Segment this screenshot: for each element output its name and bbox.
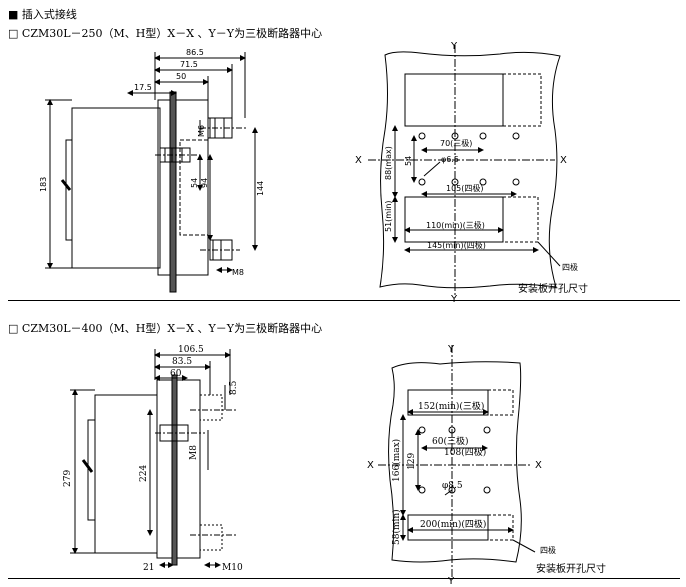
dim-label: 224 bbox=[139, 465, 149, 482]
axis-x-label: X bbox=[367, 460, 374, 471]
dim-label: 94 bbox=[200, 178, 209, 188]
dim-label: 60 bbox=[170, 369, 182, 379]
dim-label: 108(四极) bbox=[444, 446, 486, 458]
s1-mount-holes bbox=[418, 132, 520, 186]
heading-text: 插入式接线 bbox=[21, 8, 77, 21]
axis-x-label: X bbox=[535, 460, 542, 471]
dim-label: 152(min)(三极) bbox=[418, 400, 484, 412]
section2-title-text: CZM30L－400（M、H型）X－X 、Y－Y为三极断路器中心 bbox=[21, 322, 323, 335]
axis-y-label: Y bbox=[447, 344, 455, 355]
section1-title-text: CZM30L－250（M、H型）X－X 、Y－Y为三极断路器中心 bbox=[21, 27, 323, 40]
dim-label: 71.5 bbox=[180, 60, 198, 69]
dim-label: 166(max) bbox=[391, 439, 402, 482]
dim-label: 110(min)(三极) bbox=[426, 220, 485, 230]
s1-plate-outline bbox=[379, 51, 561, 289]
s1-side-view bbox=[45, 52, 258, 293]
s2-base-frame bbox=[156, 379, 201, 559]
dim-label: 88(max) bbox=[384, 146, 393, 180]
dim-label: 54 bbox=[404, 156, 413, 166]
axis-x-label: X bbox=[355, 155, 362, 166]
s1-middle-terminal bbox=[155, 147, 200, 163]
dim-label: 21 bbox=[143, 563, 154, 573]
dim-label: φ8.5 bbox=[442, 481, 463, 491]
dim-label: 17.5 bbox=[134, 83, 152, 92]
dim-label: 105(四极) bbox=[446, 183, 484, 193]
s2-mount-holes bbox=[418, 426, 491, 494]
axis-y-label: Y bbox=[450, 294, 458, 305]
axis-x-label: X bbox=[560, 155, 567, 166]
s1-bottom-terminal bbox=[200, 239, 240, 261]
dim-label: 54 bbox=[190, 178, 199, 188]
s1-top-terminal bbox=[200, 117, 246, 139]
s1-plate-view bbox=[368, 45, 561, 298]
s2-top-terminal bbox=[155, 409, 238, 442]
axis-y-label: Y bbox=[447, 576, 455, 587]
dim-label: M8 bbox=[189, 445, 199, 460]
dim-label: 145(min)(四极) bbox=[427, 240, 486, 250]
dim-label: 279 bbox=[63, 470, 73, 487]
s2-plate-labels: Y Y X X 152(min)(三极) 60(三极) 108(四极) 166(… bbox=[367, 344, 606, 587]
dim-label: M8 bbox=[232, 268, 244, 277]
dim-label: 51(min) bbox=[384, 200, 393, 232]
dim-label: φ6.5 bbox=[441, 155, 459, 164]
s1-top-cutout bbox=[404, 73, 504, 127]
dim-label: M6 bbox=[197, 125, 206, 137]
s1-bottom-cutout bbox=[404, 196, 504, 243]
dim-label: 50 bbox=[176, 72, 186, 81]
dim-label: 106.5 bbox=[178, 345, 204, 355]
dim-label: 60(三极) bbox=[432, 435, 468, 447]
dim-label: 183 bbox=[39, 177, 48, 192]
s2-plate-view bbox=[378, 345, 536, 580]
s2-plate-outline bbox=[388, 361, 522, 563]
checkbox-marker: □ bbox=[8, 322, 19, 335]
section-heading: ■ 插入式接线 bbox=[8, 8, 77, 21]
dim-label: 129 bbox=[407, 453, 417, 470]
s1-plate-labels: Y Y X X 88(max) 54 51(min) 70(三极) φ6.5 1… bbox=[355, 41, 588, 305]
s1-breaker-body bbox=[71, 107, 161, 269]
s2-side-view bbox=[70, 349, 238, 568]
dim-label: 144 bbox=[256, 181, 265, 196]
checkbox-marker: □ bbox=[8, 27, 19, 40]
s1-side-labels: 86.5 71.5 50 17.5 183 M6 54 94 144 M8 bbox=[39, 48, 265, 277]
s1-mounting-plate bbox=[169, 91, 177, 293]
section1-title: □ CZM30L－250（M、H型）X－X 、Y－Y为三极断路器中心 bbox=[8, 27, 322, 40]
dim-label: M10 bbox=[222, 563, 243, 573]
axis-y-label: Y bbox=[450, 41, 458, 52]
section2-title: □ CZM30L－400（M、H型）X－X 、Y－Y为三极断路器中心 bbox=[8, 322, 322, 335]
plate-caption: 安装板开孔尺寸 bbox=[518, 282, 588, 295]
dim-label: 83.5 bbox=[172, 357, 192, 367]
heading-marker: ■ bbox=[8, 8, 19, 21]
dim-label: 86.5 bbox=[186, 48, 204, 57]
s2-side-labels: 106.5 83.5 60 8.5 279 M8 224 21 M10 bbox=[63, 345, 243, 573]
plate-caption: 安装板开孔尺寸 bbox=[536, 562, 606, 575]
section-divider-1 bbox=[8, 300, 680, 301]
dim-label: 70(三极) bbox=[440, 138, 472, 148]
four-pole-note: 四极 bbox=[540, 545, 556, 555]
four-pole-note: 四极 bbox=[562, 262, 578, 272]
dim-label: 58(min) bbox=[391, 509, 402, 545]
section-divider-2 bbox=[8, 578, 680, 579]
dim-label: 8.5 bbox=[229, 380, 239, 395]
dim-label: 200(min)(四极) bbox=[420, 518, 486, 530]
s2-mounting-plate bbox=[171, 374, 178, 566]
